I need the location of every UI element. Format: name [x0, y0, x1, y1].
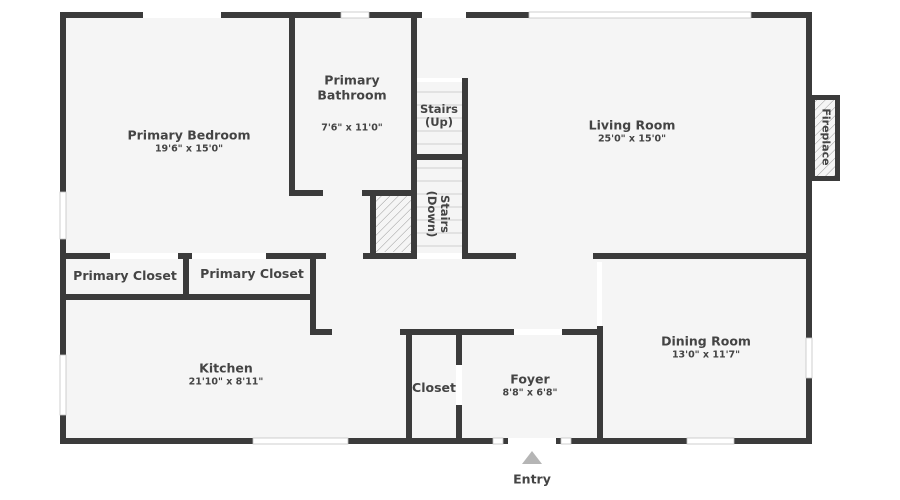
room-primary-closet-1: Primary Closet — [73, 267, 177, 283]
room-primary-bedroom: Primary Bedroom 19'6" x 15'0" — [127, 127, 251, 155]
floor-area — [62, 15, 810, 443]
interior-walls — [60, 12, 812, 444]
room-name: Primary Closet — [73, 267, 177, 283]
room-closet: Closet — [412, 379, 456, 395]
room-dimensions: 19'6" x 15'0" — [154, 143, 224, 155]
exterior-windows — [59, 11, 813, 445]
room-dimensions: 7'6" x 11'0" — [321, 122, 383, 134]
room-name: Foyer — [510, 371, 550, 387]
room-primary-closet-2: Primary Closet — [200, 265, 304, 281]
room-primary-bathroom: Primary Bathroom 7'6" x 11'0" — [317, 56, 386, 153]
room-name: Dining Room — [661, 333, 751, 349]
room-name: Living Room — [588, 117, 676, 133]
room-name: Primary Bedroom — [127, 127, 251, 143]
entry-arrow-icon — [522, 451, 542, 464]
room-dimensions: 25'0" x 15'0" — [597, 133, 667, 145]
stairs-down-label: Stairs (Down) — [425, 190, 453, 238]
room-name: Kitchen — [199, 360, 253, 376]
room-dimensions: 8'8" x 6'8" — [502, 387, 558, 399]
room-living-room: Living Room 25'0" x 15'0" — [588, 117, 676, 145]
room-dimensions: 21'10" x 8'11" — [188, 376, 264, 388]
room-name: Primary Bathroom — [317, 72, 387, 103]
fireplace-label: Fireplace — [819, 108, 833, 166]
room-name: Primary Closet — [200, 265, 304, 281]
room-name: Closet — [412, 379, 456, 395]
stairs-up-label: Stairs (Up) — [420, 101, 458, 129]
room-dimensions: 13'0" x 11'7" — [671, 349, 741, 361]
stair-treads — [417, 91, 462, 259]
entry-label: Entry — [513, 471, 551, 487]
room-dining-room: Dining Room 13'0" x 11'7" — [661, 333, 751, 361]
room-foyer: Foyer 8'8" x 6'8" — [502, 371, 558, 399]
room-kitchen: Kitchen 21'10" x 8'11" — [188, 360, 264, 388]
fireplace — [810, 95, 840, 181]
